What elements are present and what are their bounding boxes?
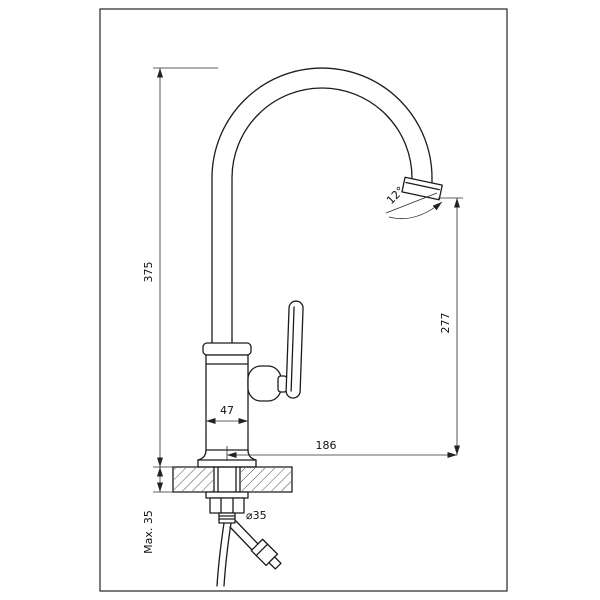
dim-label-hole-diameter: ⌀35 — [246, 509, 267, 522]
dimension-hole-diameter: ⌀35 — [246, 509, 267, 522]
dimension-47: 47 — [205, 404, 249, 428]
dimension-max35: Max. 35 — [142, 467, 173, 554]
dim-label-body-width: 47 — [220, 404, 234, 417]
countertop-section — [172, 466, 293, 493]
drawing-frame — [99, 8, 508, 592]
dim-label-max-thickness: Max. 35 — [142, 510, 155, 554]
dim-label-total-height: 375 — [142, 262, 155, 283]
dimension-186: 186 — [226, 439, 457, 461]
dimension-375: 375 — [142, 67, 218, 468]
faucet-handle — [247, 300, 304, 402]
mounting-hardware — [205, 466, 249, 524]
dim-label-outlet-height: 277 — [439, 313, 452, 334]
dim-label-spout-reach: 186 — [316, 439, 337, 452]
faucet-spout — [211, 67, 443, 353]
supply-hoses — [216, 520, 282, 587]
dimension-277: 277 — [438, 197, 463, 455]
